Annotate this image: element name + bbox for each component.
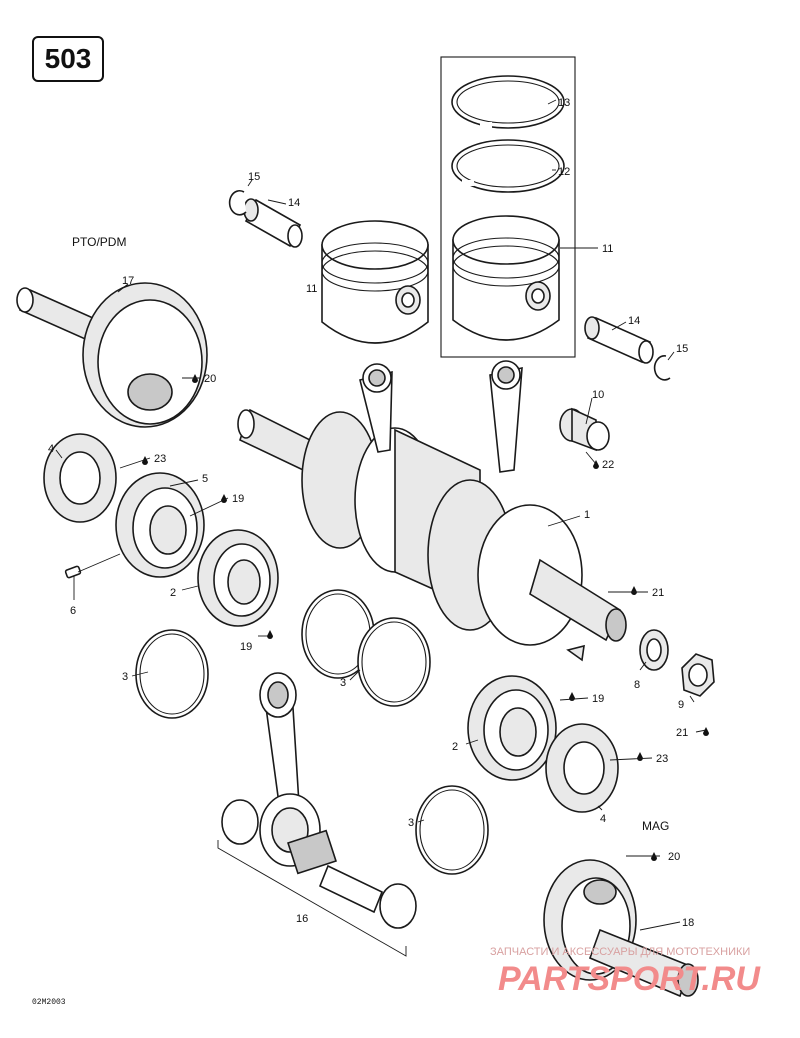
callout-19-top: 19 <box>232 493 244 505</box>
callout-13: 13 <box>558 97 570 109</box>
piston-ring-12 <box>451 139 565 193</box>
o-ring-3d <box>415 785 489 875</box>
o-ring-3a <box>135 629 209 719</box>
diagram-number-badge: 503 <box>32 36 104 82</box>
o-ring-3c <box>357 617 431 707</box>
callout-10: 10 <box>592 389 604 401</box>
drawing-code: 02M2003 <box>32 998 66 1007</box>
callout-20-top: 20 <box>204 373 216 385</box>
bearing-2-pto <box>197 529 279 627</box>
piston-ring-13 <box>451 75 565 129</box>
piston-kit-frame <box>440 56 576 358</box>
circlip-right <box>653 355 671 381</box>
callout-18: 18 <box>682 917 694 929</box>
callout-17: 17 <box>122 275 134 287</box>
lock-washer-8 <box>639 629 669 671</box>
circlip-left <box>228 189 247 216</box>
oil-seal-pto <box>43 433 117 523</box>
woodruff-key <box>566 644 585 662</box>
needle-bearing-10 <box>559 407 610 452</box>
crank-half-mag <box>543 859 699 998</box>
leader-lines <box>55 99 707 931</box>
callout-11-left: 11 <box>306 283 317 295</box>
part-callouts: 13 12 11 11 15 14 14 15 17 20 10 22 4 23… <box>48 97 694 929</box>
bearing-2-mag <box>467 675 557 781</box>
callout-5: 5 <box>202 473 208 485</box>
callout-3-center: 3 <box>340 677 346 689</box>
callout-21-bottom: 21 <box>676 727 688 739</box>
piston-right <box>452 215 560 341</box>
callout-22: 22 <box>602 459 614 471</box>
piston-left <box>321 220 429 344</box>
callout-4-pto: 4 <box>48 443 54 455</box>
callout-15-right: 15 <box>676 343 688 355</box>
callout-16: 16 <box>296 913 308 925</box>
callout-9: 9 <box>678 699 684 711</box>
callout-2-pto: 2 <box>170 587 176 599</box>
callout-11-right: 11 <box>602 243 613 255</box>
callout-14-right: 14 <box>628 315 640 327</box>
callout-4-mag: 4 <box>600 813 606 825</box>
diagram-number: 503 <box>44 43 92 74</box>
section-label-pto: PTO/PDM <box>72 235 126 249</box>
callout-8: 8 <box>634 679 640 691</box>
oil-seal-mag <box>545 723 619 813</box>
nut-9 <box>681 653 715 697</box>
callout-23-pto: 23 <box>154 453 166 465</box>
watermark-text: ЗАПЧАСТИ И АКСЕССУАРЫ ДЛЯ МОТОТЕХНИКИ <box>490 946 750 958</box>
callout-3-bottom: 3 <box>408 817 414 829</box>
section-label-mag: MAG <box>642 819 669 833</box>
callout-19-bottom: 19 <box>592 693 604 705</box>
callout-15-left: 15 <box>248 171 260 183</box>
callout-3-left: 3 <box>122 671 128 683</box>
callout-2-mag: 2 <box>452 741 458 753</box>
piston-pin-left <box>243 198 303 248</box>
callout-14-left: 14 <box>288 197 300 209</box>
callout-6: 6 <box>70 605 76 617</box>
callout-23-mag: 23 <box>656 753 668 765</box>
piston-pin-right <box>584 316 654 364</box>
callout-19-mid: 19 <box>240 641 252 653</box>
watermark: ЗАПЧАСТИ И АКСЕССУАРЫ ДЛЯ МОТОТЕХНИКИ PA… <box>490 946 761 998</box>
watermark-logo: PARTSPORT.RU <box>498 960 761 998</box>
bearing-5 <box>115 472 205 578</box>
connecting-rod-kit <box>217 672 417 957</box>
callout-1: 1 <box>584 509 590 521</box>
callout-20-bottom: 20 <box>668 851 680 863</box>
callout-21-top: 21 <box>652 587 664 599</box>
crankshaft-assembly <box>237 360 627 646</box>
dowel-pin-6 <box>64 565 82 579</box>
callout-12: 12 <box>558 166 570 178</box>
crank-half-pto <box>16 282 208 428</box>
